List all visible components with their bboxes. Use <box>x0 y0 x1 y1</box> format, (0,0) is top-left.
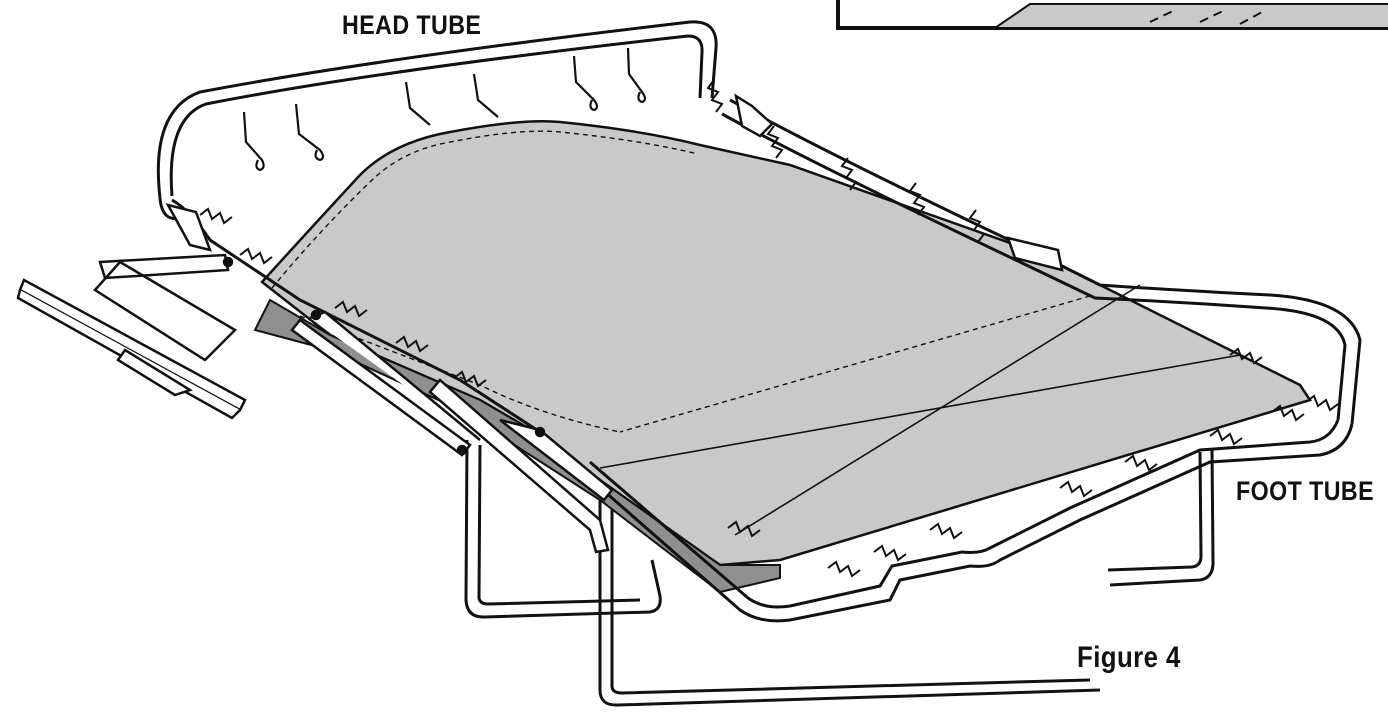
detail-inset <box>836 0 1388 30</box>
figure-caption: Figure 4 <box>1077 641 1181 674</box>
frame-legs <box>464 439 1215 707</box>
hook-row <box>242 47 647 172</box>
left-mechanism <box>16 93 1064 554</box>
spring-row <box>199 79 1339 578</box>
head-tube-label: HEAD TUBE <box>342 10 482 40</box>
foot-tube-label: FOOT TUBE <box>1236 476 1375 506</box>
